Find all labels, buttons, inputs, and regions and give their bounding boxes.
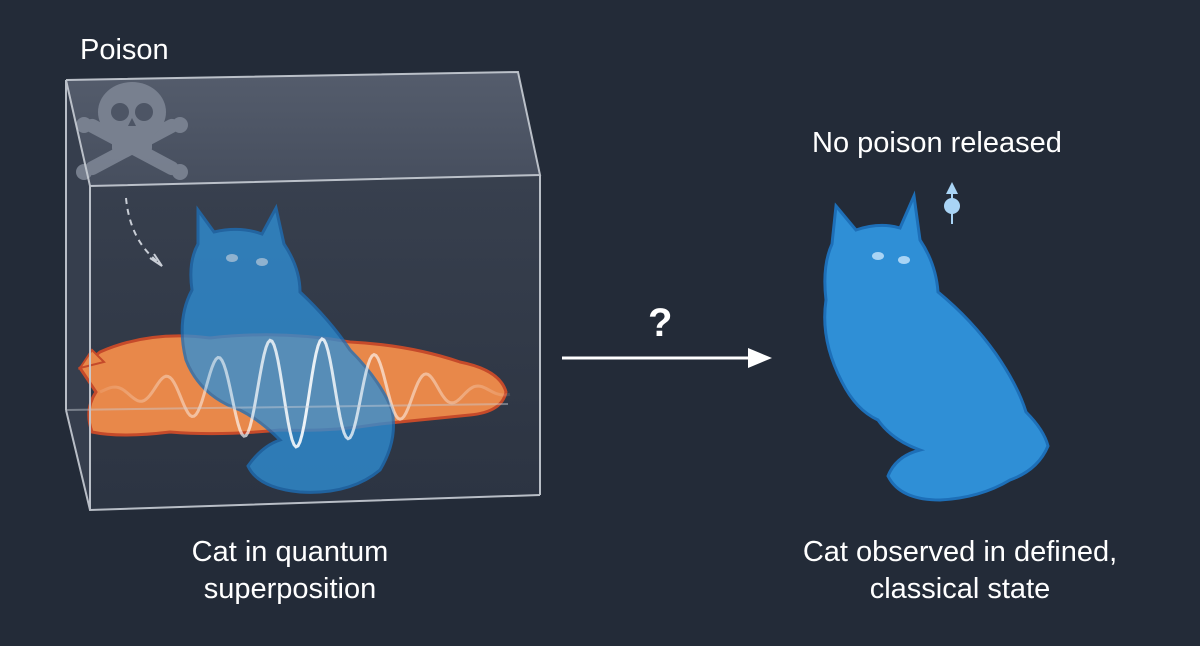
question-mark: ? <box>648 301 673 345</box>
caption-right-line-2: classical state <box>869 573 1051 605</box>
right-arrow-icon <box>562 348 772 368</box>
caption-right-line-1: Cat observed in defined, <box>802 536 1118 568</box>
dashed-arrow-icon <box>125 197 163 267</box>
caption-classical: Cat observed in defined, classical state <box>760 534 1160 608</box>
no-poison-label: No poison released <box>812 127 1062 159</box>
spin-up-icon <box>944 182 960 224</box>
box-back-face <box>66 72 540 186</box>
box-left-face <box>66 80 90 510</box>
caption-superposition: Cat in quantum superposition <box>140 534 440 608</box>
poison-label: Poison <box>80 34 169 66</box>
wave-function <box>99 337 511 449</box>
caption-left-line-2: superposition <box>203 573 377 605</box>
blue-cat-classical <box>823 190 1050 502</box>
box-edges <box>65 70 542 512</box>
skull-and-crossbones-icon <box>76 82 188 180</box>
caption-left-line-1: Cat in quantum <box>191 536 389 568</box>
